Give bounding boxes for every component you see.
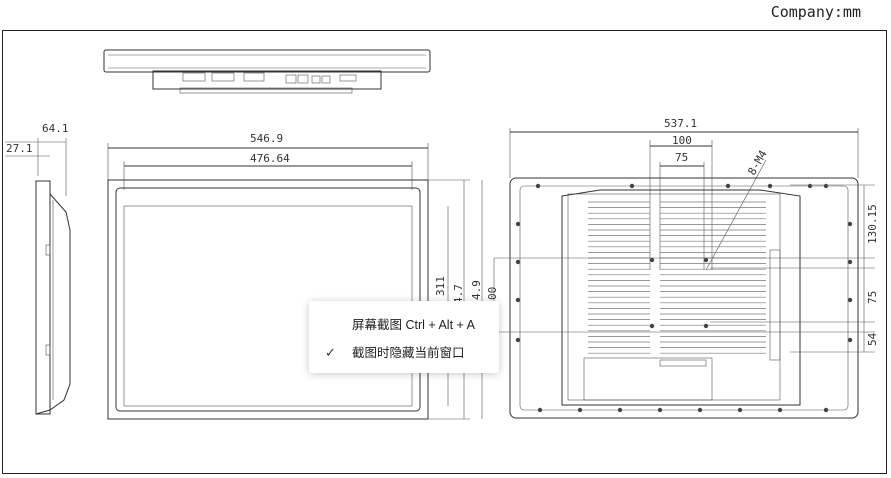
mount-hole — [703, 257, 709, 263]
span-100-label: 100 — [672, 134, 692, 147]
mount-holes — [515, 183, 853, 413]
mount-hole — [515, 259, 521, 265]
depth-total-label: 64.1 — [42, 122, 69, 135]
depth-part-label: 27.1 — [6, 142, 33, 155]
menu-item-hide-window[interactable]: ✓ 截图时隐藏当前窗口 — [309, 339, 499, 367]
mount-hole — [847, 221, 853, 227]
checkmark-icon: ✓ — [325, 345, 336, 360]
heatsink-fins — [588, 201, 766, 354]
mount-hole — [823, 407, 829, 413]
menu-item-screenshot[interactable]: 屏幕截图 Ctrl + Alt + A — [309, 311, 499, 339]
width-outer-label: 546.9 — [250, 132, 283, 145]
mount-hole — [649, 257, 655, 263]
mount-hole — [737, 407, 743, 413]
mount-hole — [649, 323, 655, 329]
mount-hole — [697, 407, 703, 413]
mount-hole — [515, 221, 521, 227]
mount-hole — [629, 183, 635, 189]
rear-height-1-label: 130.15 — [866, 204, 879, 244]
mount-hole — [847, 259, 853, 265]
height-label-2: 4.7 — [452, 284, 465, 304]
drawing-frame — [2, 30, 887, 474]
span-75-label: 75 — [675, 151, 688, 164]
mount-hole — [847, 337, 853, 343]
mount-hole — [725, 183, 731, 189]
side-view: 64.1 27.1 — [5, 122, 71, 415]
mount-hole — [777, 407, 783, 413]
rear-height-2-label: 75 — [866, 291, 879, 304]
mount-hole — [535, 183, 541, 189]
mount-hole — [703, 323, 709, 329]
top-view — [103, 49, 431, 94]
menu-item-hide-window-label: 截图时隐藏当前窗口 — [352, 346, 465, 360]
mount-hole — [807, 183, 813, 189]
rear-height-3-label: 54 — [866, 332, 879, 346]
menu-item-screenshot-label: 屏幕截图 Ctrl + Alt + A — [352, 318, 475, 332]
front-view: 546.9 476.64 311 4.7 4.9 00 — [107, 132, 499, 420]
rear-width-label: 537.1 — [664, 117, 697, 130]
unit-label: Company:mm — [770, 3, 861, 21]
rear-view: 537.1 100 75 8-M4 130.15 75 54 — [493, 117, 879, 419]
height-label-1: 311 — [434, 276, 447, 296]
screw-label: 8-M4 — [745, 148, 770, 178]
io-ports — [182, 72, 357, 84]
mount-hole — [617, 407, 623, 413]
height-label-3: 4.9 — [470, 280, 483, 300]
height-label-4: 00 — [486, 287, 499, 300]
width-inner-label: 476.64 — [250, 152, 290, 165]
mount-hole — [515, 337, 521, 343]
mount-hole — [537, 407, 543, 413]
mount-hole — [515, 297, 521, 303]
mount-hole — [847, 297, 853, 303]
context-menu[interactable]: 屏幕截图 Ctrl + Alt + A ✓ 截图时隐藏当前窗口 — [309, 301, 499, 373]
mount-hole — [577, 407, 583, 413]
mount-hole — [767, 183, 773, 189]
mount-hole — [657, 407, 663, 413]
mount-hole — [823, 183, 829, 189]
